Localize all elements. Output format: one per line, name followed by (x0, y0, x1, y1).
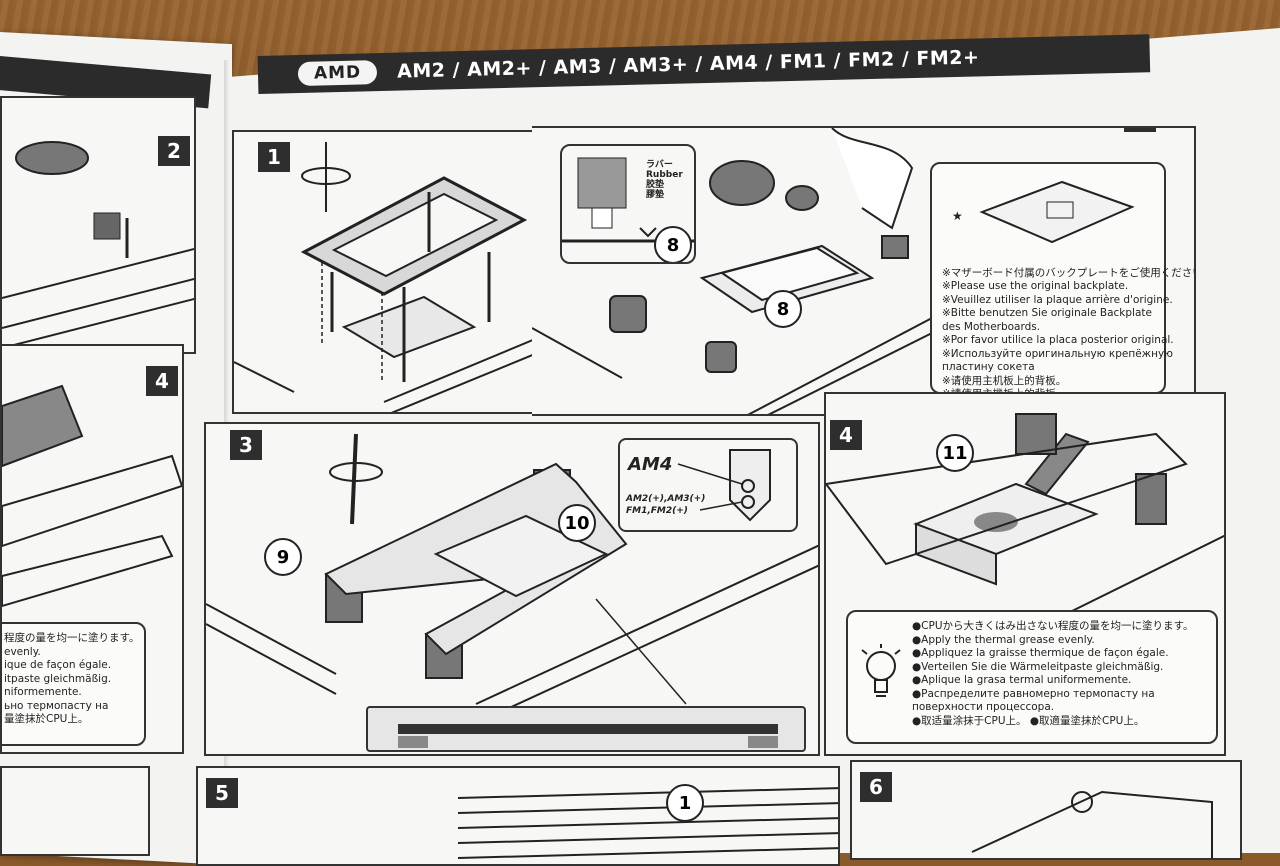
fan-mount-illustration (971, 790, 1213, 858)
grease-note: ●CPUから大きくはみ出さない程度の量を均一に塗ります。 ●Apply the … (846, 610, 1218, 744)
panel-step5: 5 1 (196, 766, 840, 866)
panel-step1: 1 (232, 130, 550, 414)
heatsink-fins-illustration (457, 787, 838, 859)
left-grease-note: 程度の量を均一に塗ります。 evenly. ique de façon égal… (2, 622, 146, 746)
fm-label: FM1,FM2(+) (626, 506, 688, 516)
am2-am3-label: AM2(+),AM3(+) (626, 494, 706, 504)
step-number-3: 3 (230, 430, 262, 460)
side-view-diagram (398, 724, 778, 748)
callout-9: 9 (264, 538, 302, 576)
panel-step3: 3 9 10 AM4 AM2(+),AM3(+) FM1,FM2(+) (204, 422, 820, 756)
lightbulb-icon (861, 644, 901, 697)
left-panel-step2: 2 (0, 96, 196, 354)
left-cooler-illustration (2, 141, 194, 349)
am4-inset: AM4 AM2(+),AM3(+) FM1,FM2(+) (618, 438, 798, 532)
backplate-note: ★ ※マザーボード付属のバックプレートをご使用ください。 ※Please use… (930, 162, 1194, 400)
svg-text:★: ★ (952, 209, 963, 223)
step-number-1: 1 (258, 142, 290, 172)
step-number-2: 2 (1124, 128, 1156, 132)
rubber-label: ラバー Rubber 胶垫 膠墊 (646, 160, 683, 200)
left-panel-step4: 4 程度の量を均一に塗ります。 evenly. ique de façon ég… (0, 344, 184, 754)
callout-1: 1 (666, 784, 704, 822)
callout-11: 11 (936, 434, 974, 472)
step-number-4: 4 (830, 420, 862, 450)
am4-label: AM4 (628, 454, 673, 475)
left-panel-bottom (0, 766, 150, 856)
step-number-left-2: 2 (158, 136, 190, 166)
hole-position-icon (677, 449, 771, 522)
backplate-diagram: ★ (952, 180, 1135, 244)
thermal-grease-illustration (826, 413, 1224, 615)
backplate-illustration (532, 128, 933, 414)
panel-step4: 4 11 ●CPUから大きくはみ出さない程度の量を均一に塗ります。 ●Apply… (824, 392, 1226, 756)
socket-list: AM2 / AM2+ / AM3 / AM3+ / AM4 / FM1 / FM… (396, 46, 980, 83)
rubber-pad-icon (562, 157, 694, 243)
panel-step2: 2 ラバー Rubber 胶垫 膠墊 8 8 ★ (532, 126, 1196, 416)
panel-step6: 6 (850, 760, 1242, 860)
left-grease-illustration (2, 384, 182, 608)
callout-8-inset: 8 (654, 226, 692, 262)
bracket-illustration (234, 142, 548, 412)
rubber-inset: ラバー Rubber 胶垫 膠墊 8 (560, 144, 696, 264)
step-number-5: 5 (206, 778, 238, 808)
step-number-left-4: 4 (146, 366, 178, 396)
callout-8: 8 (764, 290, 802, 328)
callout-10: 10 (558, 504, 596, 542)
amd-logo-pill: AMD (297, 60, 378, 87)
step-number-6: 6 (860, 772, 892, 802)
side-view-inset (366, 706, 806, 752)
